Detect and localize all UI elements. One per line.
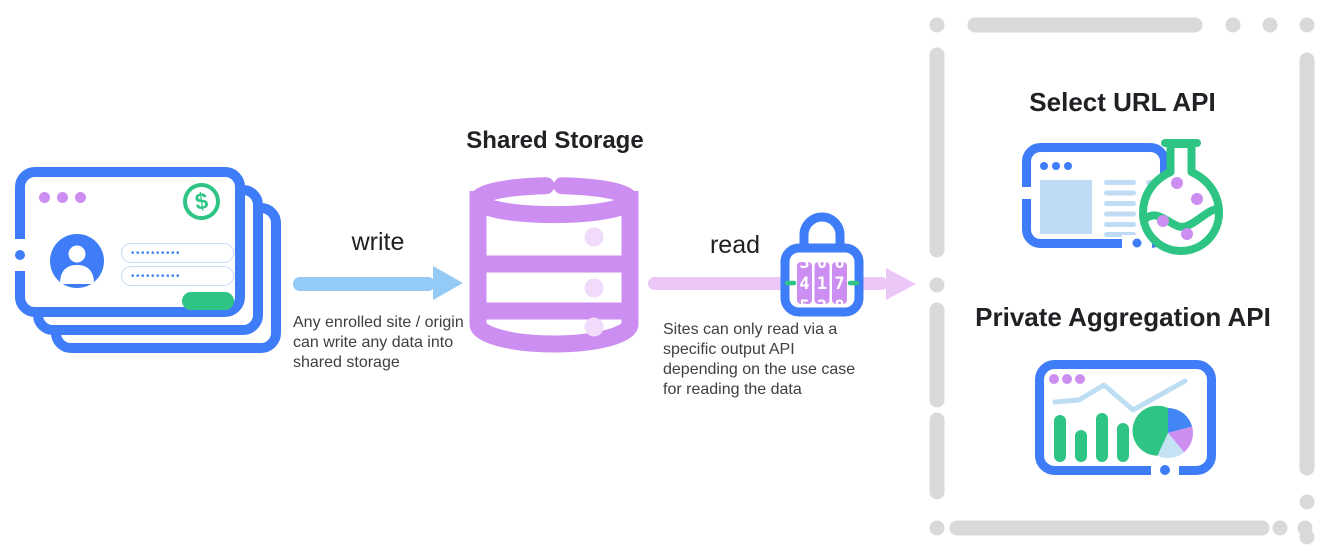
user-avatar-icon [50, 234, 104, 288]
submit-button-shape [182, 292, 234, 310]
write-arrow [293, 277, 435, 291]
write-description: Any enrolled site / origin can write any… [293, 314, 464, 371]
select-url-api-title: Select URL API [1029, 87, 1216, 117]
window-dots-icon [39, 192, 86, 203]
combination-lock-icon: 3 4 5 0 1 2 6 7 8 [776, 200, 868, 320]
output-gate-dashed-border [918, 8, 1330, 554]
read-arrow-head [886, 268, 916, 300]
browser-flask-icon [1020, 135, 1226, 257]
pie-chart [1132, 405, 1193, 459]
lock-digit-above: 3 [799, 253, 809, 273]
lock-digit-below: 8 [834, 297, 844, 317]
dashboard-charts-icon [1029, 354, 1219, 482]
lock-digit-above: 0 [817, 253, 827, 273]
write-arrow-head [433, 266, 463, 300]
lock-digit: 1 [817, 274, 827, 294]
lock-digit: 7 [834, 274, 844, 294]
password-field: •••••••••• [121, 266, 234, 286]
lock-digit-above: 6 [834, 253, 844, 273]
lock-digit: 4 [799, 274, 809, 294]
lock-digit-below: 2 [817, 297, 827, 317]
write-label: write [351, 228, 405, 256]
dollar-icon: $ [180, 180, 223, 223]
browser-window-front: $ •••••••••• •••••••••• [15, 167, 245, 317]
border-dot [15, 250, 25, 260]
read-label: read [709, 231, 761, 259]
read-description: Sites can only read via a specific outpu… [663, 321, 856, 398]
lock-digit-below: 5 [799, 297, 809, 317]
private-aggregation-api-title: Private Aggregation API [975, 302, 1271, 332]
browser-stack-login-icon: $ •••••••••• •••••••••• [15, 167, 285, 359]
database-cylinder-icon [466, 164, 642, 360]
password-field: •••••••••• [121, 243, 234, 263]
shared-storage-title: Shared Storage [466, 127, 644, 154]
